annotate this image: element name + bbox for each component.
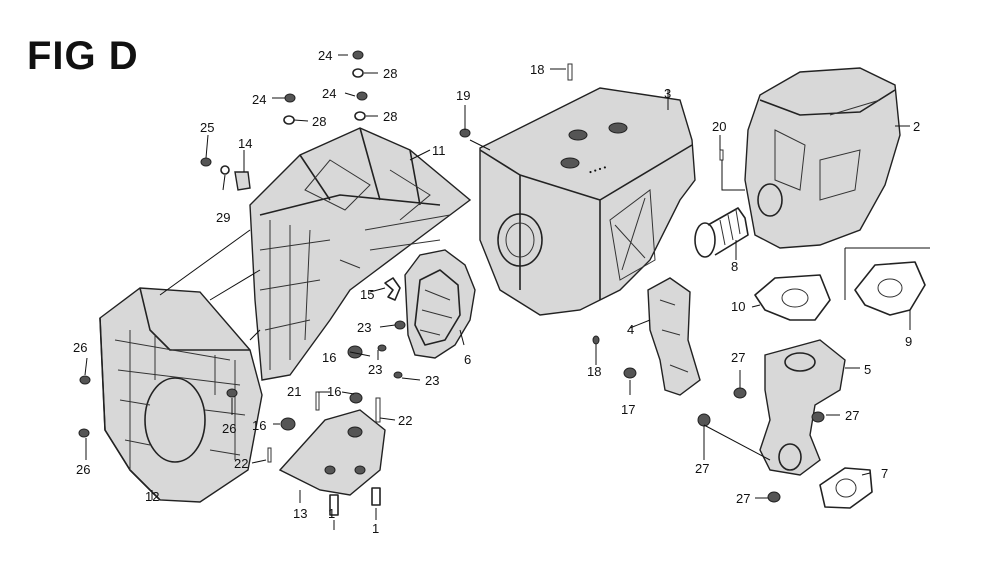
callout-25: 25 bbox=[200, 120, 214, 135]
callout-24: 24 bbox=[322, 86, 336, 101]
callout-1: 1 bbox=[328, 506, 335, 521]
callout-11: 11 bbox=[432, 143, 446, 158]
callout-18: 18 bbox=[530, 62, 544, 77]
callout-28: 28 bbox=[312, 114, 326, 129]
callout-2: 2 bbox=[913, 119, 920, 134]
part-6-fan-cover bbox=[404, 249, 476, 359]
callout-13: 13 bbox=[293, 506, 307, 521]
callout-26: 26 bbox=[76, 462, 90, 477]
callout-18: 18 bbox=[587, 364, 601, 379]
callout-23: 23 bbox=[357, 320, 371, 335]
callout-7: 7 bbox=[881, 466, 888, 481]
leader-lines bbox=[84, 54, 911, 530]
callout-26: 26 bbox=[222, 421, 236, 436]
callout-23: 23 bbox=[425, 373, 439, 388]
part-15-clip bbox=[384, 277, 401, 301]
callout-12: 12 bbox=[145, 489, 159, 504]
part-4-bracket bbox=[647, 277, 701, 396]
callout-23: 23 bbox=[368, 362, 382, 377]
part-2-muffler bbox=[744, 67, 901, 249]
callout-5: 5 bbox=[864, 362, 871, 377]
callout-16: 16 bbox=[252, 418, 266, 433]
callout-29: 29 bbox=[216, 210, 230, 225]
inset-bracket-line bbox=[844, 247, 930, 300]
callout-19: 19 bbox=[456, 88, 470, 103]
callout-20: 20 bbox=[712, 119, 726, 134]
callout-8: 8 bbox=[731, 259, 738, 274]
callout-27: 27 bbox=[731, 350, 745, 365]
callout-28: 28 bbox=[383, 66, 397, 81]
callout-9: 9 bbox=[905, 334, 912, 349]
part-11-head-shroud bbox=[249, 127, 472, 381]
part-8-exhaust-pipe bbox=[694, 207, 749, 258]
callout-16: 16 bbox=[322, 350, 336, 365]
part-9-gasket bbox=[854, 261, 926, 316]
callout-24: 24 bbox=[318, 48, 332, 63]
part-7-gasket bbox=[819, 467, 873, 509]
callout-27: 27 bbox=[695, 461, 709, 476]
callout-22: 22 bbox=[234, 456, 248, 471]
callout-14: 14 bbox=[238, 136, 252, 151]
part-5-manifold bbox=[759, 339, 846, 476]
callout-22: 22 bbox=[398, 413, 412, 428]
callout-28: 28 bbox=[383, 109, 397, 124]
callout-17: 17 bbox=[621, 402, 635, 417]
callout-6: 6 bbox=[464, 352, 471, 367]
callout-24: 24 bbox=[252, 92, 266, 107]
callout-10: 10 bbox=[731, 299, 745, 314]
part-3-muffler-protector: • • • • bbox=[479, 87, 696, 316]
callout-26: 26 bbox=[73, 340, 87, 355]
part-13-plate bbox=[278, 409, 386, 496]
figure-title: FIG D bbox=[27, 34, 139, 78]
part-12-front-shroud bbox=[99, 287, 263, 503]
callout-3: 3 bbox=[664, 86, 671, 101]
callout-1: 1 bbox=[372, 521, 379, 536]
callout-27: 27 bbox=[845, 408, 859, 423]
callout-16: 16 bbox=[327, 384, 341, 399]
callout-4: 4 bbox=[627, 322, 634, 337]
callout-27: 27 bbox=[736, 491, 750, 506]
callout-labels: 1 1 2 3 4 5 6 7 8 9 10 11 12 13 14 15 16… bbox=[73, 48, 920, 536]
callout-21: 21 bbox=[287, 384, 301, 399]
part-10-gasket bbox=[754, 274, 831, 321]
callout-15: 15 bbox=[360, 287, 374, 302]
